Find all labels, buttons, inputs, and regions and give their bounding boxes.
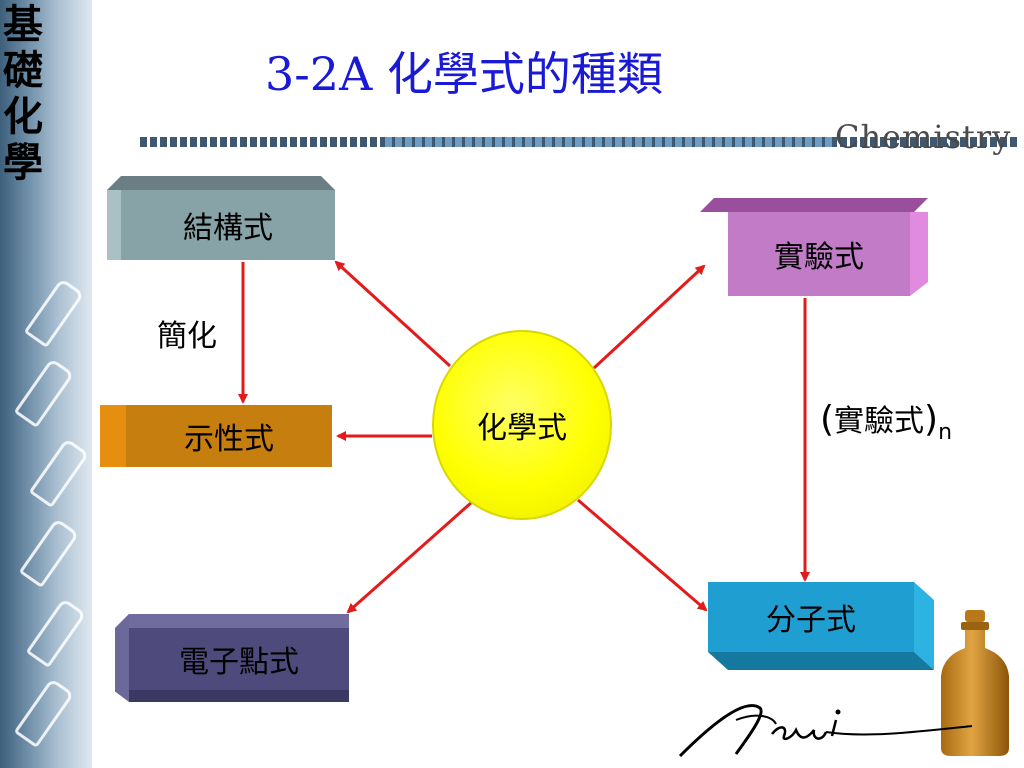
edge-label-simplify: 簡化 <box>157 319 217 354</box>
edge-label-text: 實驗式 <box>834 404 925 439</box>
sidebar-title-char: 化 <box>3 94 43 140</box>
sidebar-title-char: 基 <box>3 2 43 48</box>
arrow-to-electron-dot <box>346 500 473 614</box>
arrow-to-empirical <box>592 264 706 370</box>
node-label: 實驗式 <box>728 212 910 296</box>
sidebar-title: 基 礎 化 學 <box>0 2 46 186</box>
arrow-to-structural <box>334 260 452 368</box>
reagent-bottle-icon <box>941 610 1009 756</box>
center-chemical-formula: 化學式 <box>432 330 612 520</box>
paren-open: ( <box>820 399 835 440</box>
signature-logo <box>678 704 973 758</box>
brand-text: Chemistry <box>835 118 1012 156</box>
node-label: 分子式 <box>708 582 914 652</box>
page-title: 3-2A 化學式的種類 <box>265 47 663 101</box>
edge-label-empirical-multiple: (實驗式)n <box>820 396 952 445</box>
node-label: 示性式 <box>126 405 332 467</box>
left-decor-strip: 基 礎 化 學 <box>0 0 92 768</box>
node-condensed-formula: 示性式 <box>100 405 332 467</box>
sidebar-title-char: 礎 <box>3 48 43 94</box>
node-label: 結構式 <box>121 190 335 260</box>
node-electron-dot-formula: 電子點式 <box>115 614 349 702</box>
node-empirical-formula: 實驗式 <box>700 198 928 296</box>
arrow-to-molecular <box>577 498 708 612</box>
paren-close: ) <box>924 399 939 440</box>
node-molecular-formula: 分子式 <box>708 582 934 670</box>
node-label: 電子點式 <box>129 628 349 690</box>
node-structural-formula: 結構式 <box>107 176 335 260</box>
sidebar-title-char: 學 <box>3 140 43 186</box>
subscript-n: n <box>938 420 953 445</box>
title-divider-accent <box>385 137 835 147</box>
